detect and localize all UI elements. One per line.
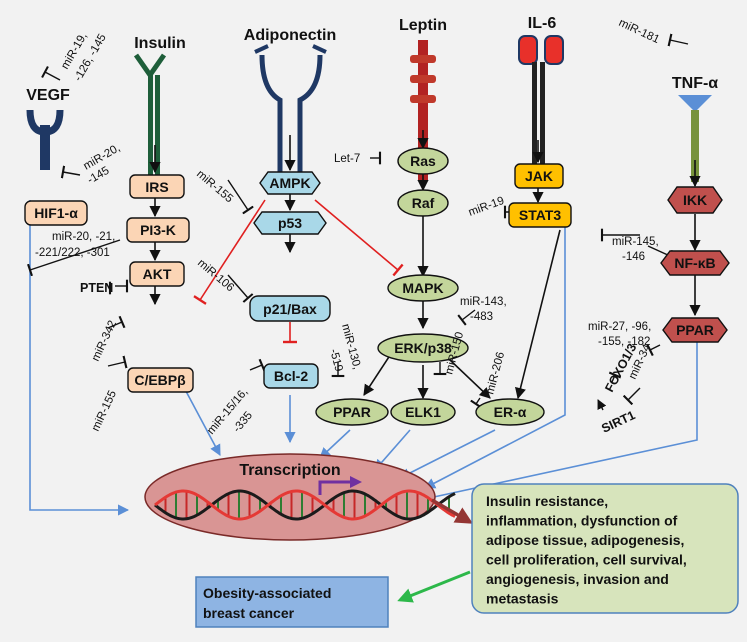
- outcome-box: Insulin resistance, inflammation, dysfunc…: [471, 483, 739, 614]
- node-label-mapk: MAPK: [402, 280, 443, 296]
- mirna-ppar-line2: -519: [327, 348, 345, 373]
- tnfa-receptor-icon: [678, 95, 712, 182]
- node-mapk: MAPK: [387, 274, 459, 302]
- effects-to-cancer-arrow: [397, 570, 471, 603]
- node-label-stat3: STAT3: [519, 207, 561, 223]
- mirna-cebpb: miR-155: [90, 389, 119, 433]
- insulin-receptor-icon: [133, 53, 167, 175]
- mirna-pi3k-line1: miR-20, -21,: [52, 231, 115, 243]
- red-inhibition-lines: [193, 199, 404, 344]
- node-label-ppar-red: PPAR: [676, 322, 714, 338]
- node-label-cebpb: C/EBPβ: [134, 372, 186, 388]
- node-label-era: ER-α: [494, 404, 527, 420]
- mirna-akt: miR-342: [90, 319, 119, 363]
- node-label-irs: IRS: [145, 179, 168, 195]
- node-p21bax: p21/Bax: [249, 295, 331, 322]
- receptor-label-tnfa: TNF-α: [672, 75, 718, 92]
- sirt1-to-foxo-arrow: [597, 399, 607, 411]
- cancer-lines-line: Obesity-associated: [203, 585, 331, 601]
- node-cebpb: C/EBPβ: [127, 367, 194, 393]
- node-label-raf: Raf: [412, 195, 435, 211]
- mirna-ras: Let-7: [334, 153, 360, 165]
- node-label-bcl2: Bcl-2: [274, 368, 308, 384]
- receptor-label-vegf: VEGF: [26, 87, 70, 104]
- mirna-ampk: miR-155: [194, 168, 235, 205]
- cancer-lines-line: breast cancer: [203, 605, 295, 621]
- node-label-p21bax: p21/Bax: [263, 301, 317, 317]
- node-label-pi3k: PI3-K: [140, 222, 176, 238]
- mirna-mapk-line1: miR-143,: [460, 296, 507, 308]
- node-raf: Raf: [397, 189, 449, 217]
- mirna-era: miR-206: [484, 351, 507, 396]
- node-label-elk1: ELK1: [405, 404, 441, 420]
- effects-lines-line: metastasis: [486, 591, 559, 607]
- transcription-start-icon: [318, 480, 352, 495]
- node-ppar-green: PPAR: [315, 398, 389, 426]
- node-ras: Ras: [397, 147, 449, 175]
- mirna-nfkb-line2: -146: [622, 251, 645, 263]
- receptor-label-adiponectin: Adiponectin: [244, 27, 336, 44]
- node-label-hif1a: HIF1-α: [34, 205, 78, 221]
- mirna-bcl2-line2: -335: [231, 410, 255, 435]
- sirt1-label: SIRT1: [599, 408, 637, 436]
- node-jak: JAK: [514, 163, 564, 189]
- nucleus: Transcription: [144, 453, 456, 541]
- node-stat3: STAT3: [508, 202, 572, 228]
- node-label-jak: JAK: [525, 168, 553, 184]
- mirna-pi3k-line2: -221/222, -301: [35, 247, 110, 259]
- receptor-label-insulin: Insulin: [134, 35, 186, 52]
- il6-receptor-icon: [518, 35, 564, 174]
- node-label-ampk: AMPK: [269, 175, 310, 191]
- node-nfkb: NF-κB: [660, 250, 730, 276]
- mirna-foxo-line2: -155, -182: [598, 336, 650, 348]
- node-label-ppar-green: PPAR: [333, 404, 371, 420]
- node-label-akt: AKT: [143, 266, 172, 282]
- node-label-erkp38: ERK/p38: [394, 340, 452, 356]
- mirna-foxo-line1: miR-27, -96,: [588, 321, 651, 333]
- mirna-nfkb-line1: miR-145,: [612, 236, 659, 248]
- mirna-tnfa: miR-181: [617, 17, 661, 46]
- node-akt: AKT: [129, 261, 185, 287]
- node-irs: IRS: [129, 174, 185, 199]
- effects-lines-line: adipose tissue, adipogenesis,: [486, 532, 684, 548]
- node-elk1: ELK1: [390, 398, 456, 426]
- node-label-nfkb: NF-κB: [674, 255, 715, 271]
- cancer-text: Obesity-associated breast cancer: [203, 585, 331, 621]
- dna-helix-icon: [154, 489, 456, 521]
- node-ampk: AMPK: [259, 171, 321, 195]
- mirna-mapk-line2: -483: [470, 311, 493, 323]
- adiponectin-receptor-icon: [254, 44, 327, 172]
- node-label-ras: Ras: [410, 153, 436, 169]
- node-ppar-red: PPAR: [662, 317, 728, 343]
- node-pi3k: PI3-K: [126, 217, 190, 243]
- node-label-p53: p53: [278, 215, 302, 231]
- receptor-label-il6: IL-6: [528, 15, 557, 32]
- leptin-receptor-icon: [410, 40, 436, 180]
- effects-lines-line: cell proliferation, cell survival,: [486, 552, 687, 568]
- node-hif1a: HIF1-α: [24, 200, 88, 226]
- mirna-p21: miR-106: [195, 257, 236, 294]
- effects-lines-line: angiogenesis, invasion and: [486, 571, 669, 587]
- node-ikk: IKK: [667, 186, 723, 214]
- effects-lines-line: inflammation, dysfunction of: [486, 513, 678, 529]
- effects-lines-line: Insulin resistance,: [486, 493, 608, 509]
- nucleus-to-effects-arrow: [431, 498, 474, 524]
- vegf-receptor-icon: [26, 109, 64, 170]
- node-bcl2: Bcl-2: [263, 363, 319, 389]
- outcome-effects-text: Insulin resistance, inflammation, dysfunc…: [486, 493, 687, 607]
- node-era: ER-α: [475, 398, 545, 426]
- node-label-ikk: IKK: [683, 192, 707, 208]
- blue-arrows-to-nucleus: [29, 200, 698, 516]
- cancer-box: Obesity-associated breast cancer: [195, 576, 389, 628]
- node-p53: p53: [253, 211, 327, 235]
- mirna-stat3: miR-19: [467, 195, 506, 219]
- mirna-inhibition-marks: [27, 33, 689, 409]
- receptor-label-leptin: Leptin: [399, 17, 447, 34]
- node-erkp38: ERK/p38: [377, 333, 469, 363]
- pathway-arrows: [149, 130, 701, 400]
- transcription-label: Transcription: [239, 462, 340, 479]
- pten-label: PTEN: [80, 281, 113, 295]
